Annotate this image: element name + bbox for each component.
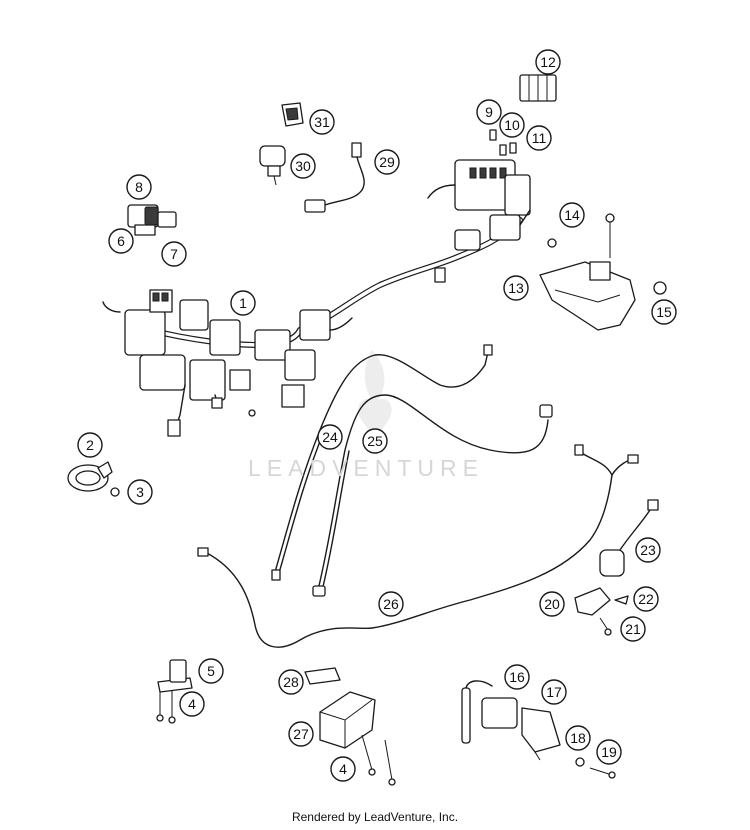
svg-text:22: 22 xyxy=(638,591,654,607)
callout-17-coil-bracket: 17 xyxy=(541,679,567,705)
svg-text:5: 5 xyxy=(207,663,215,679)
relay-part xyxy=(156,659,193,724)
callout-2-horn: 2 xyxy=(77,432,103,458)
footer-credit: Rendered by LeadVenture, Inc. xyxy=(291,810,459,824)
svg-text:1: 1 xyxy=(239,295,247,311)
svg-text:28: 28 xyxy=(283,674,299,690)
callout-26-cable: 26 xyxy=(378,591,404,617)
callout-28-pad: 28 xyxy=(278,669,304,695)
watermark-text: LEADVENTURE xyxy=(248,455,484,481)
svg-text:24: 24 xyxy=(322,429,338,445)
watermark-logo-icon xyxy=(358,350,392,438)
svg-text:7: 7 xyxy=(170,246,178,262)
sensor-assembly xyxy=(574,499,659,636)
callout-27-regulator: 27 xyxy=(288,721,314,747)
svg-text:25: 25 xyxy=(367,433,383,449)
callout-30-connector: 30 xyxy=(290,153,316,179)
horn xyxy=(67,461,120,497)
battery-bracket xyxy=(539,213,667,331)
svg-text:4: 4 xyxy=(339,761,347,777)
svg-text:12: 12 xyxy=(540,54,556,70)
callout-25-cable: 25 xyxy=(362,428,388,454)
regulator-part xyxy=(304,667,396,786)
svg-text:15: 15 xyxy=(656,304,672,320)
svg-text:2: 2 xyxy=(86,437,94,453)
svg-text:20: 20 xyxy=(544,596,560,612)
connector-part xyxy=(259,145,286,186)
callout-7: 7 xyxy=(161,241,187,267)
cap-part xyxy=(281,102,304,127)
cable-24 xyxy=(271,344,493,581)
callout-11-fuse: 11 xyxy=(526,125,552,151)
svg-text:8: 8 xyxy=(135,179,143,195)
svg-text:10: 10 xyxy=(504,117,520,133)
svg-text:19: 19 xyxy=(601,744,617,760)
svg-text:29: 29 xyxy=(379,154,395,170)
callout-4-screw: 4 xyxy=(179,691,205,717)
callout-1-main-wiring-harness: 1 xyxy=(230,290,256,316)
callout-24-cable: 24 xyxy=(317,424,343,450)
callout-6: 6 xyxy=(108,228,134,254)
callout-22-clip: 22 xyxy=(633,586,659,612)
switch-assembly xyxy=(127,204,177,236)
callout-12-fuse-box: 12 xyxy=(535,49,561,75)
svg-text:30: 30 xyxy=(295,158,311,174)
svg-text:17: 17 xyxy=(546,684,562,700)
svg-text:9: 9 xyxy=(485,104,493,120)
callout-18-washer: 18 xyxy=(565,725,591,751)
svg-text:16: 16 xyxy=(509,669,525,685)
svg-text:3: 3 xyxy=(136,484,144,500)
callout-4-screw-second: 4 xyxy=(330,756,356,782)
svg-text:14: 14 xyxy=(564,207,580,223)
svg-text:6: 6 xyxy=(117,233,125,249)
cable-25 xyxy=(312,394,553,597)
svg-text:23: 23 xyxy=(640,542,656,558)
svg-text:4: 4 xyxy=(188,696,196,712)
callout-31-cap: 31 xyxy=(309,109,335,135)
ignition-coil-assembly xyxy=(461,680,616,779)
svg-text:26: 26 xyxy=(383,596,399,612)
callout-20-bracket: 20 xyxy=(539,591,565,617)
callout-15-grommet: 15 xyxy=(651,299,677,325)
callout-21-screw: 21 xyxy=(620,616,646,642)
callout-23-sensor: 23 xyxy=(635,537,661,563)
callout-19-screw: 19 xyxy=(596,739,622,765)
svg-text:31: 31 xyxy=(314,114,330,130)
callout-10-fuse: 10 xyxy=(499,112,525,138)
svg-text:18: 18 xyxy=(570,730,586,746)
svg-text:11: 11 xyxy=(532,130,547,146)
svg-text:27: 27 xyxy=(293,726,309,742)
callout-29-adapter-cable: 29 xyxy=(374,149,400,175)
svg-text:21: 21 xyxy=(625,621,641,637)
callout-5-relay: 5 xyxy=(198,658,224,684)
callout-8-switch: 8 xyxy=(126,174,152,200)
callout-14-screw: 14 xyxy=(559,202,585,228)
callout-3-screw: 3 xyxy=(127,479,153,505)
fuse-parts xyxy=(489,74,557,156)
svg-text:13: 13 xyxy=(508,280,524,296)
callout-13-bracket: 13 xyxy=(503,275,529,301)
main-wiring-harness xyxy=(102,159,531,437)
callout-9-fuse: 9 xyxy=(476,99,502,125)
cable-26 xyxy=(197,444,639,648)
callout-16-ignition-coil: 16 xyxy=(504,664,530,690)
adapter-cable xyxy=(304,142,365,213)
